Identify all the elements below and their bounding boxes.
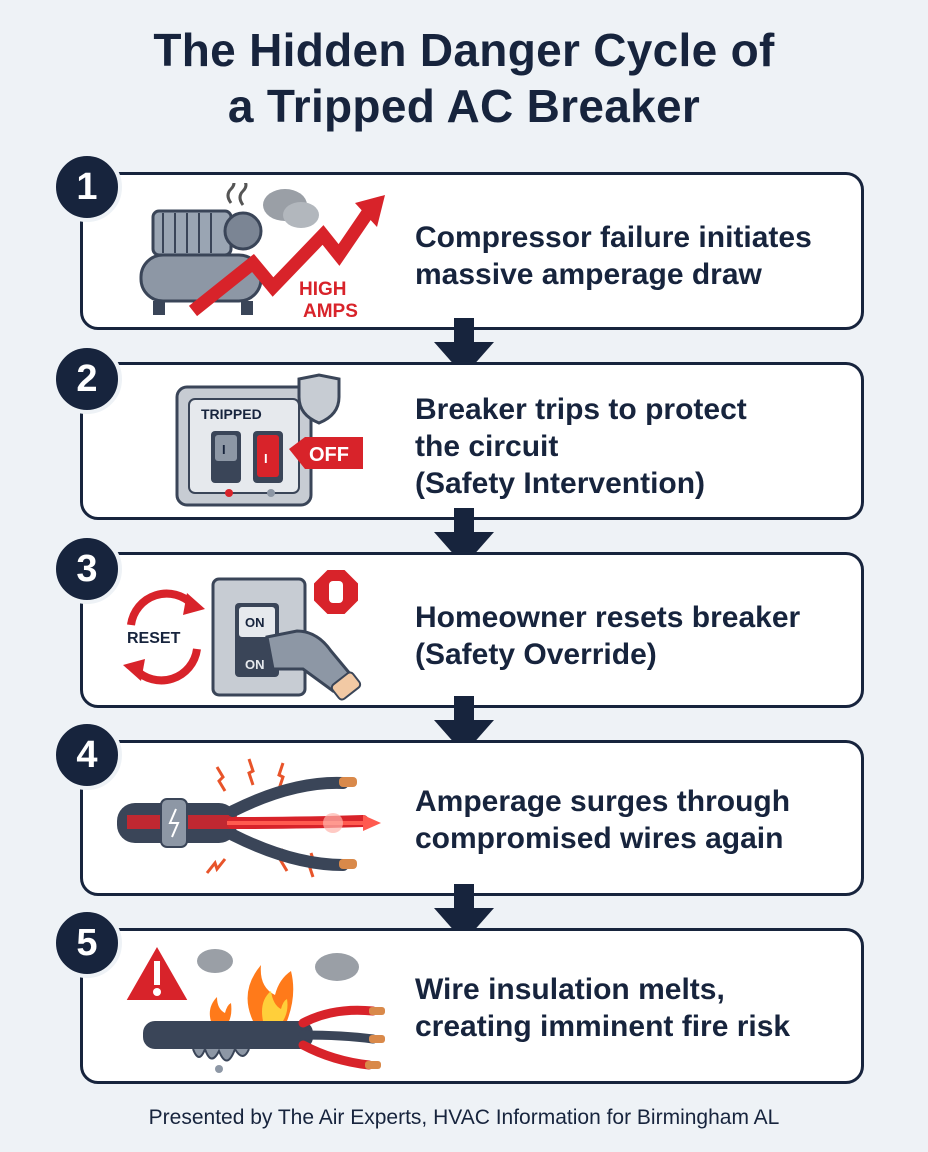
step-3-text: Homeowner resets breaker (Safety Overrid… [415, 599, 855, 673]
step-card-5: Wire insulation melts, creating imminent… [80, 928, 864, 1084]
tripped-breaker-icon: TRIPPED I I OFF [175, 373, 363, 507]
step-5-line-2: creating imminent fire risk [415, 1010, 791, 1043]
step-badge-2: 2 [52, 344, 122, 414]
amps-label: AMPS [303, 301, 358, 322]
step-5-text: Wire insulation melts, creating imminent… [415, 971, 855, 1045]
step-2-text: Breaker trips to protect the circuit (Sa… [415, 391, 855, 502]
tripped-label: TRIPPED [201, 406, 262, 422]
melting-wire-fire-icon [123, 942, 385, 1073]
step-card-1: HIGH AMPS Compressor failure initiates m… [80, 172, 864, 330]
down-arrow-icon [434, 508, 494, 566]
step-3-line-2: (Safety Override) [415, 638, 657, 671]
step-card-3: RESET ON ON Homeowner resets breaker (Sa… [80, 552, 864, 708]
compressor-high-amps-icon: HIGH AMPS [139, 183, 385, 322]
step-4-text: Amperage surges through compromised wire… [415, 783, 855, 857]
step-2-line-1: Breaker trips to protect [415, 393, 747, 426]
step-4-line-2: compromised wires again [415, 822, 784, 855]
step-5-line-1: Wire insulation melts, [415, 973, 725, 1006]
down-arrow-icon [434, 696, 494, 754]
page-title-line-2: a Tripped AC Breaker [227, 80, 701, 132]
step-badge-5: 5 [52, 908, 122, 978]
step-3-line-1: Homeowner resets breaker [415, 601, 801, 634]
on-label-top: ON [245, 615, 265, 630]
down-arrow-icon [434, 884, 494, 942]
step-badge-4: 4 [52, 720, 122, 790]
reset-breaker-icon: RESET ON ON [123, 568, 362, 701]
step-card-4: Amperage surges through compromised wire… [80, 740, 864, 896]
high-label: HIGH [299, 279, 347, 300]
step-2-line-2: the circuit [415, 430, 559, 463]
step-1-line-1: Compressor failure initiates [415, 221, 812, 254]
step-card-2: TRIPPED I I OFF Breaker trips to protect… [80, 362, 864, 520]
step-badge-3: 3 [52, 534, 122, 604]
surging-wires-icon [117, 758, 381, 878]
reset-label: RESET [127, 630, 181, 647]
page-title-line-1: The Hidden Danger Cycle of [153, 24, 775, 76]
footer-credit: Presented by The Air Experts, HVAC Infor… [148, 1106, 780, 1129]
step-4-line-1: Amperage surges through [415, 785, 791, 818]
step-2-line-3: (Safety Intervention) [415, 467, 706, 500]
page-title: The Hidden Danger Cycle of a Tripped AC … [0, 22, 928, 134]
on-label-bottom: ON [245, 657, 265, 672]
step-badge-1: 1 [52, 152, 122, 222]
off-label: OFF [309, 444, 349, 466]
switch-mark-left: I [222, 442, 226, 457]
step-1-line-2: massive amperage draw [415, 258, 762, 291]
down-arrow-icon [434, 318, 494, 376]
step-1-text: Compressor failure initiates massive amp… [415, 219, 855, 293]
switch-mark-right: I [264, 451, 268, 466]
